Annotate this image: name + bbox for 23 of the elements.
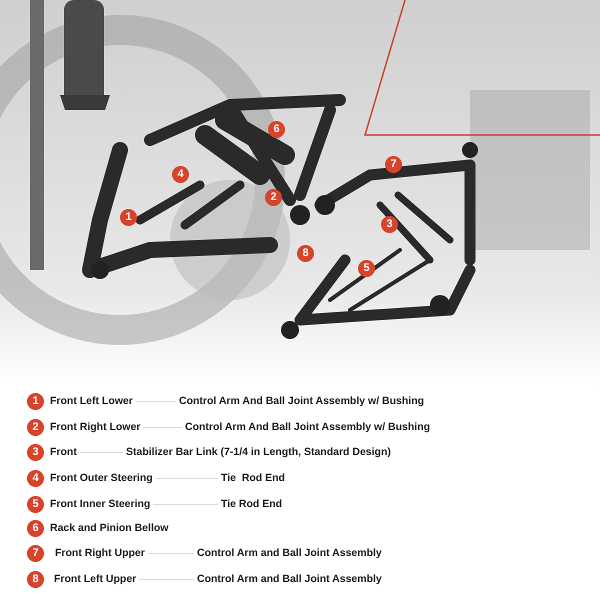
part-description: Control Arm and Ball Joint Assembly bbox=[197, 572, 382, 586]
part-description: Control Arm And Ball Joint Assembly w/ Bushing bbox=[185, 420, 430, 434]
part-position: Front Outer Steering bbox=[50, 471, 153, 485]
number-badge: 5 bbox=[27, 496, 44, 513]
part-description: Control Arm And Ball Joint Assembly w/ Bushing bbox=[179, 394, 424, 408]
part-description: Tie Rod End bbox=[221, 471, 285, 485]
part-position: Front Left Upper bbox=[54, 572, 136, 586]
part-position: Front Left Lower bbox=[50, 394, 133, 408]
number-badge: 7 bbox=[27, 545, 44, 562]
number-badge: 1 bbox=[27, 393, 44, 410]
number-badge: 8 bbox=[27, 571, 44, 588]
part-position: Front Right Lower bbox=[50, 420, 140, 434]
part-position: Front Inner Steering bbox=[50, 497, 150, 511]
part-description: Control Arm and Ball Joint Assembly bbox=[197, 546, 382, 560]
part-description: Stabilizer Bar Link (7-1/4 in Length, Standard Design) bbox=[126, 445, 391, 459]
part-position: Front Right Upper bbox=[55, 546, 145, 560]
number-badge: 2 bbox=[27, 419, 44, 436]
number-badge: 6 bbox=[27, 520, 44, 537]
part-description: Tie Rod End bbox=[221, 497, 282, 511]
number-badge: 4 bbox=[27, 470, 44, 487]
number-badge: 3 bbox=[27, 444, 44, 461]
part-position: Rack and Pinion Bellow bbox=[50, 521, 168, 535]
part-position: Front bbox=[50, 445, 77, 459]
